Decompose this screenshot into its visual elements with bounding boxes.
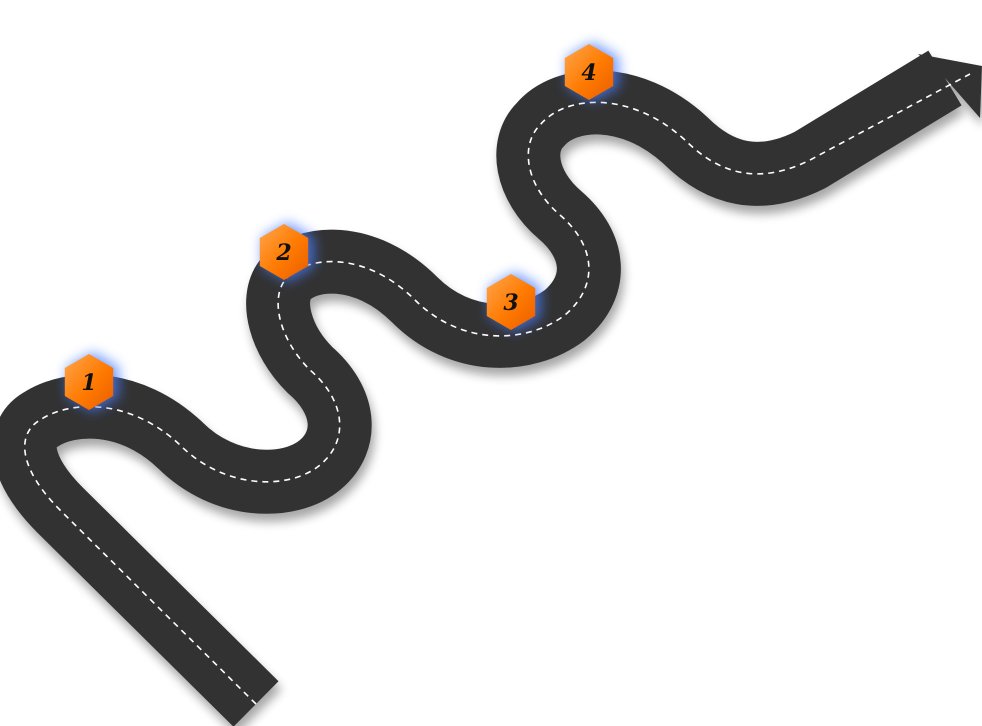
marker-number: 1 <box>81 370 96 396</box>
road-surface <box>0 50 962 726</box>
winding-road <box>0 50 982 726</box>
milestone-marker-2: 2 <box>259 222 314 282</box>
hexagon-marker <box>564 44 614 100</box>
hexagon-marker <box>259 224 309 280</box>
hexagon-marker <box>486 274 536 330</box>
milestone-marker-3: 3 <box>486 272 541 332</box>
marker-number: 3 <box>503 290 518 316</box>
milestone-marker-1: 1 <box>64 352 119 412</box>
milestone-marker-4: 4 <box>564 42 619 102</box>
milestone-markers: 1 2 3 4 <box>64 42 619 412</box>
hexagon-marker <box>64 354 114 410</box>
road-lane-marking <box>23 73 971 705</box>
marker-number: 2 <box>275 240 291 266</box>
road-arrow-head <box>918 54 982 118</box>
marker-number: 4 <box>581 60 596 86</box>
